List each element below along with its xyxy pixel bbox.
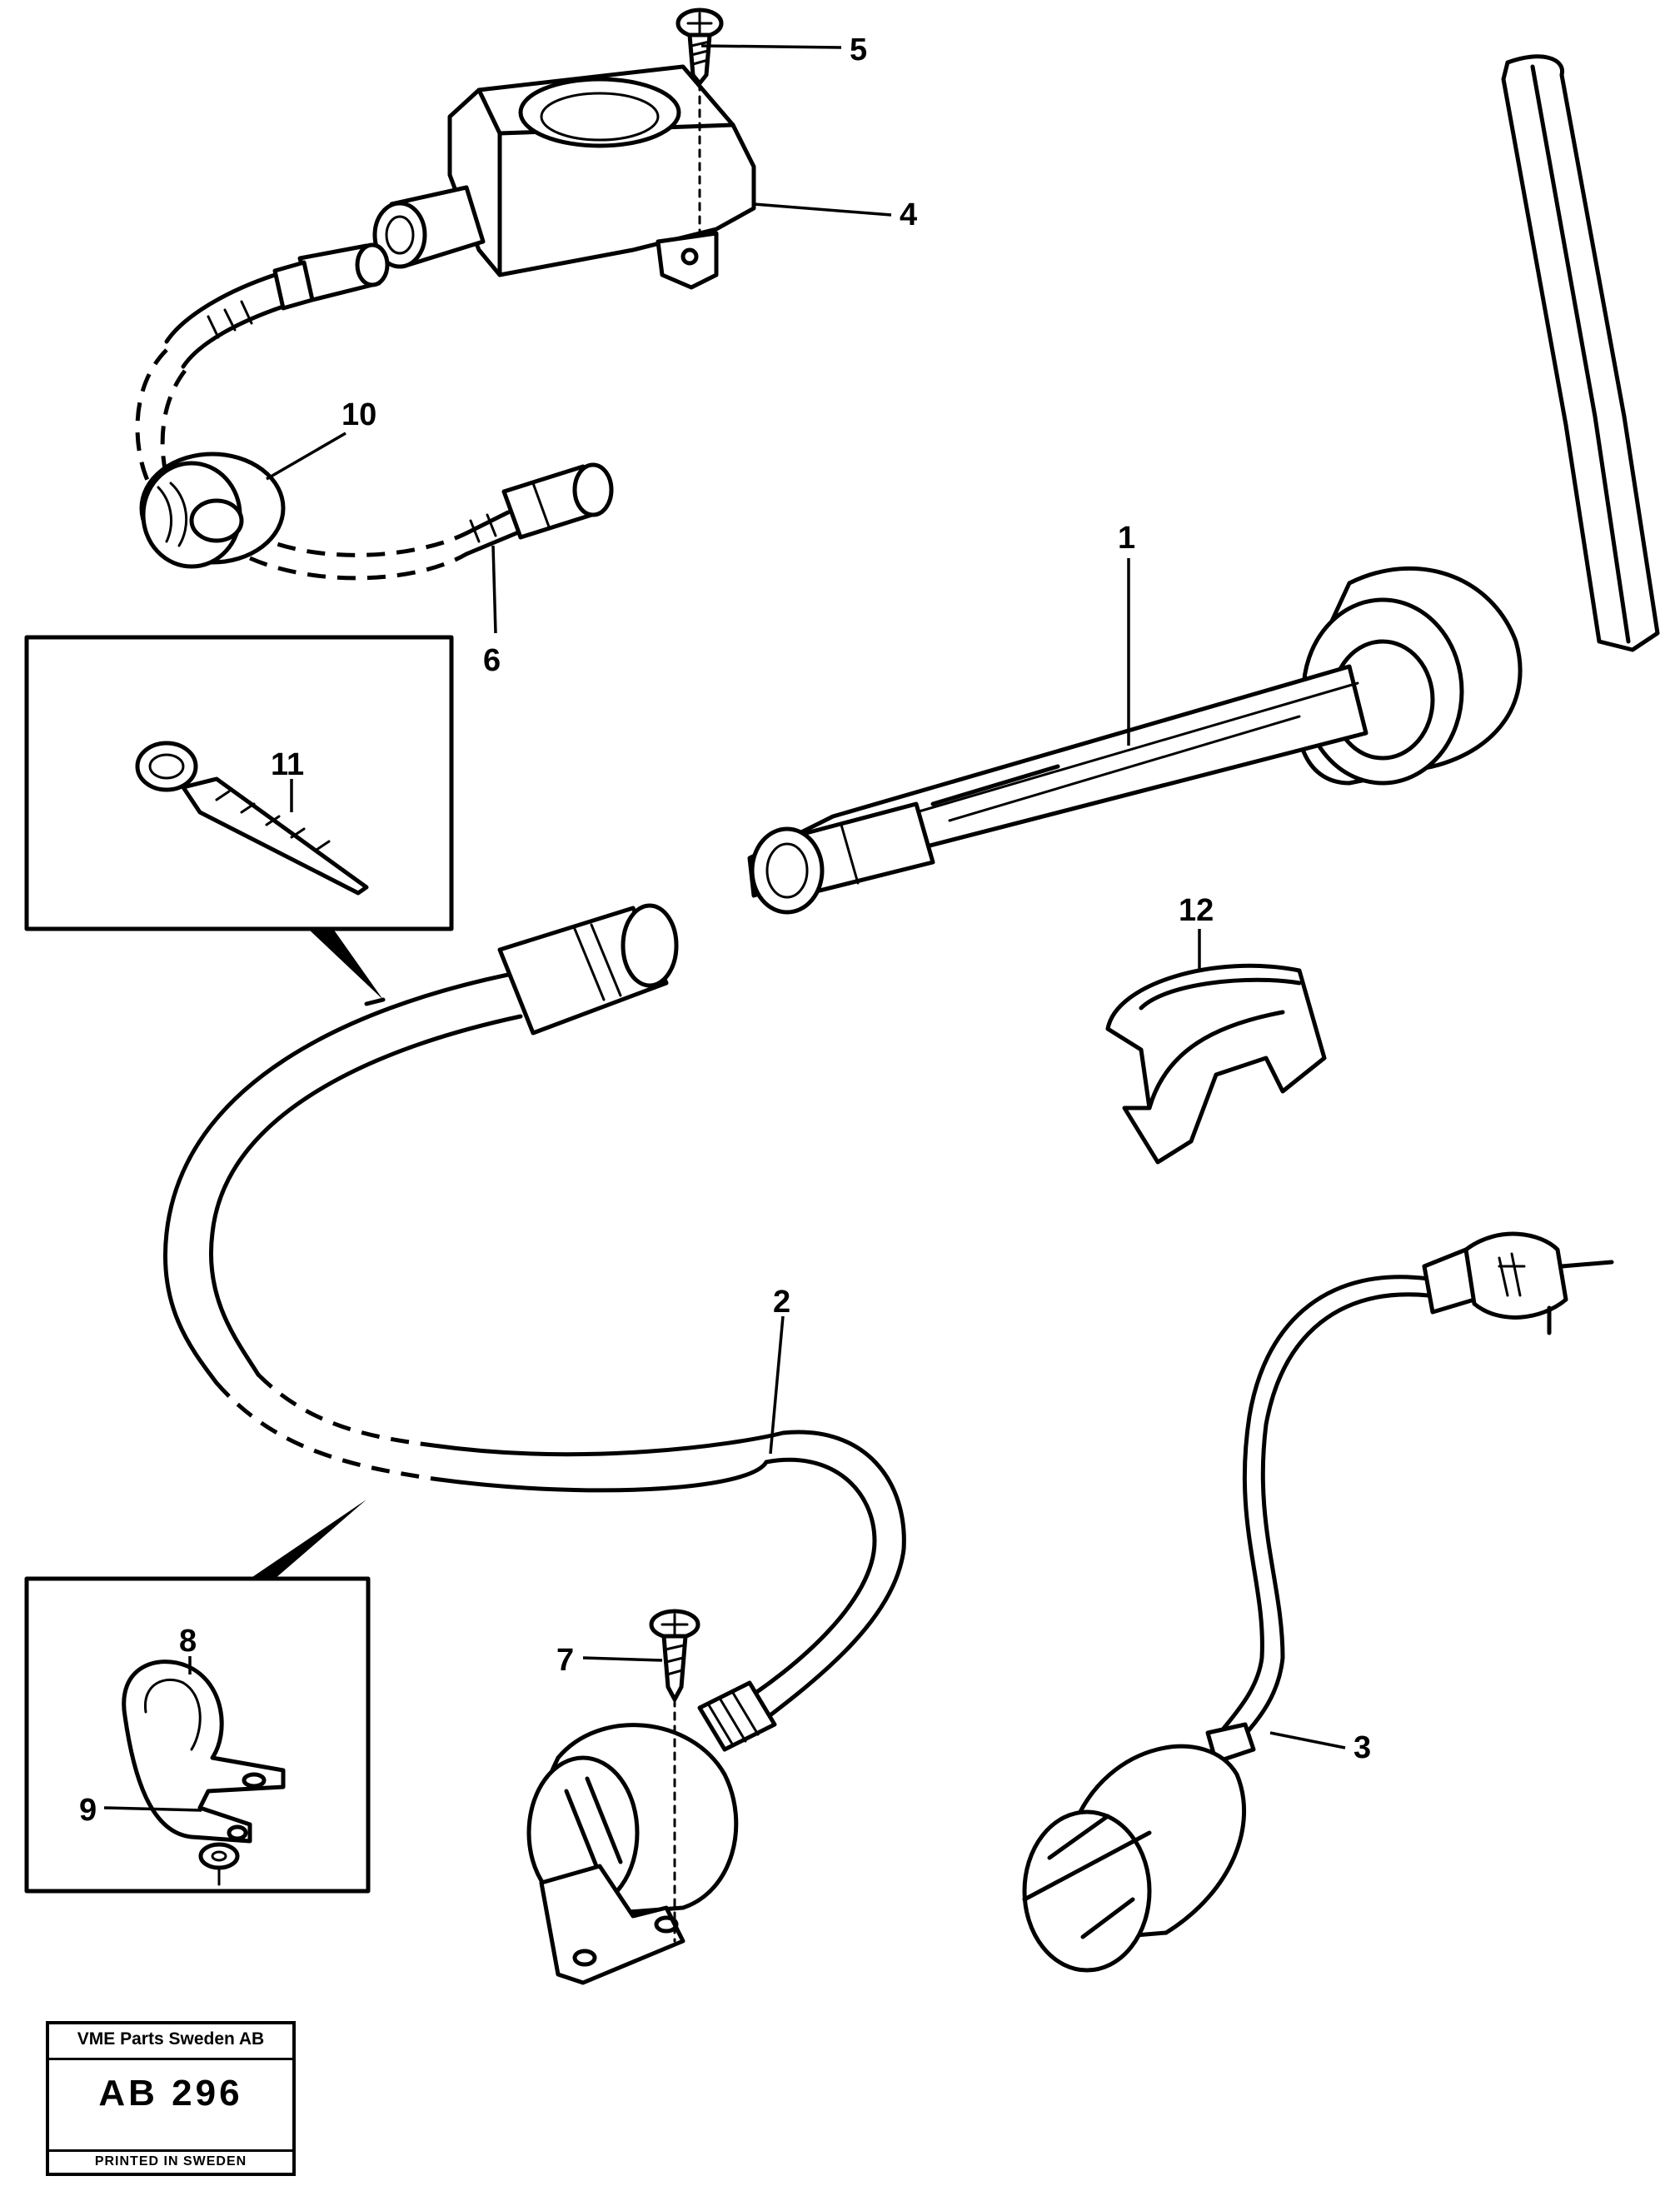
callout-5: 5	[850, 32, 867, 67]
divider	[49, 2149, 292, 2152]
callout-3: 3	[1353, 1730, 1371, 1765]
screw-part-7[interactable]	[649, 1609, 700, 1943]
callout-11: 11	[271, 747, 304, 782]
inset-clamp	[24, 1500, 371, 1894]
callout-9: 9	[79, 1793, 97, 1828]
divider	[49, 2058, 292, 2060]
printed-note: PRINTED IN SWEDEN	[94, 2154, 247, 2169]
title-block: VME Parts Sweden AB AB 296 PRINTED IN SW…	[46, 2021, 296, 2176]
power-cable-part-3[interactable]	[1022, 1231, 1614, 1973]
heater-element-part-1[interactable]	[747, 54, 1660, 915]
company-name: VME Parts Sweden AB	[77, 2029, 265, 2049]
callout-10: 10	[341, 397, 376, 432]
washer-part-9[interactable]	[198, 1842, 240, 1886]
callout-6: 6	[483, 643, 501, 678]
cable-tie-part-11[interactable]	[135, 741, 369, 896]
hose-part-6[interactable]	[135, 242, 614, 581]
callout-8: 8	[179, 1624, 197, 1659]
clip-part-12[interactable]	[1105, 963, 1327, 1165]
cable-part-2[interactable]	[163, 903, 906, 1985]
inset-cable-tie	[24, 635, 454, 1006]
leader-lines	[103, 44, 1346, 1812]
drawing-code: AB 296	[98, 2073, 243, 2114]
callout-labels: 1 2 3 4 5 6 7 8 9 10 11 12	[79, 32, 1371, 1828]
socket-housing-part-4[interactable]	[372, 64, 756, 290]
callout-1: 1	[1118, 521, 1135, 556]
clamp-part-8[interactable]	[122, 1659, 286, 1844]
callout-4: 4	[900, 197, 917, 232]
callout-7: 7	[556, 1643, 574, 1678]
callout-12: 12	[1179, 893, 1214, 928]
callout-2: 2	[773, 1285, 790, 1320]
grommet-part-10[interactable]	[139, 452, 286, 569]
